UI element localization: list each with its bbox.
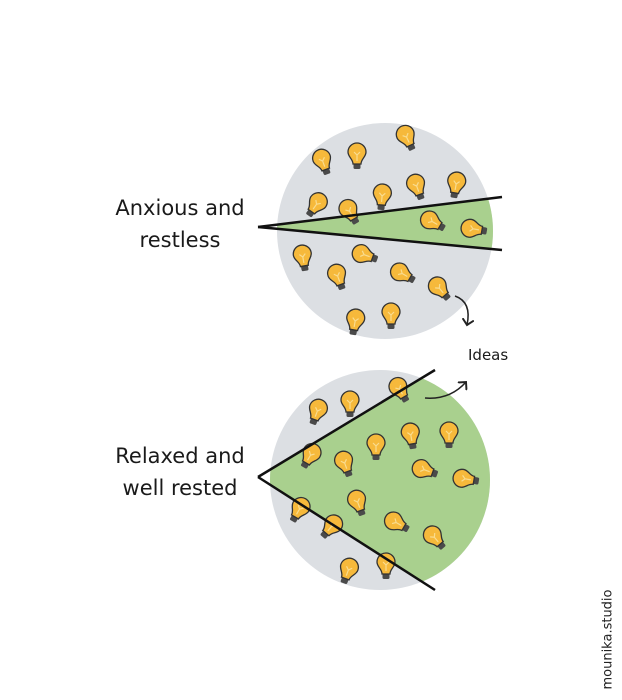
ideas-label: Ideas xyxy=(468,346,509,364)
focus-line-top xyxy=(257,195,503,229)
focus-line-top xyxy=(257,368,436,479)
idea-bulbs xyxy=(292,124,488,336)
lightbulb-icon xyxy=(422,525,446,550)
arrow-icon xyxy=(454,295,468,325)
idea-bulbs xyxy=(290,376,480,584)
lightbulb-icon xyxy=(340,390,360,417)
lightbulb-icon xyxy=(308,398,328,425)
relaxed-circle xyxy=(257,368,490,592)
lightbulb-icon xyxy=(395,124,416,151)
lightbulb-icon xyxy=(376,552,396,579)
lightbulb-icon xyxy=(447,171,467,199)
lightbulb-icon xyxy=(460,218,488,238)
anxious-label: Anxious and restless xyxy=(100,192,260,256)
lightbulb-icon xyxy=(372,183,392,211)
lightbulb-icon xyxy=(301,442,322,469)
lightbulb-icon xyxy=(439,421,459,448)
anxious-circle xyxy=(257,123,503,339)
label-line: well rested xyxy=(122,476,238,500)
focus-line-bottom xyxy=(257,225,503,252)
credit-text: mounika.studio xyxy=(600,589,616,690)
lightbulb-icon xyxy=(306,192,328,218)
lightbulb-icon xyxy=(419,210,446,231)
lightbulb-icon xyxy=(400,422,420,450)
arrow-icon xyxy=(424,382,466,399)
lightbulb-icon xyxy=(406,173,426,200)
relaxed-label: Relaxed and well rested xyxy=(100,440,260,504)
lightbulb-icon xyxy=(366,433,386,460)
lightbulb-icon xyxy=(389,262,416,283)
lightbulb-icon xyxy=(327,263,347,290)
lightbulb-icon xyxy=(411,459,438,479)
lightbulb-icon xyxy=(346,308,366,336)
label-line: Anxious and xyxy=(115,196,245,220)
lightbulb-icon xyxy=(290,496,311,523)
lightbulb-icon xyxy=(427,276,451,301)
label-line: restless xyxy=(139,228,221,252)
focus-line-bottom xyxy=(257,475,436,592)
lightbulb-icon xyxy=(339,557,359,584)
lightbulb-icon xyxy=(452,468,480,488)
lightbulb-icon xyxy=(334,450,354,477)
lightbulb-icon xyxy=(312,148,332,175)
label-line: Relaxed and xyxy=(115,444,245,468)
lightbulb-icon xyxy=(383,511,410,532)
lightbulb-icon xyxy=(381,302,401,329)
lightbulb-icon xyxy=(292,244,312,272)
lightbulb-icon xyxy=(351,244,378,264)
lightbulb-icon xyxy=(347,142,367,169)
focus-wedge xyxy=(277,197,493,250)
lightbulb-icon xyxy=(347,489,367,516)
